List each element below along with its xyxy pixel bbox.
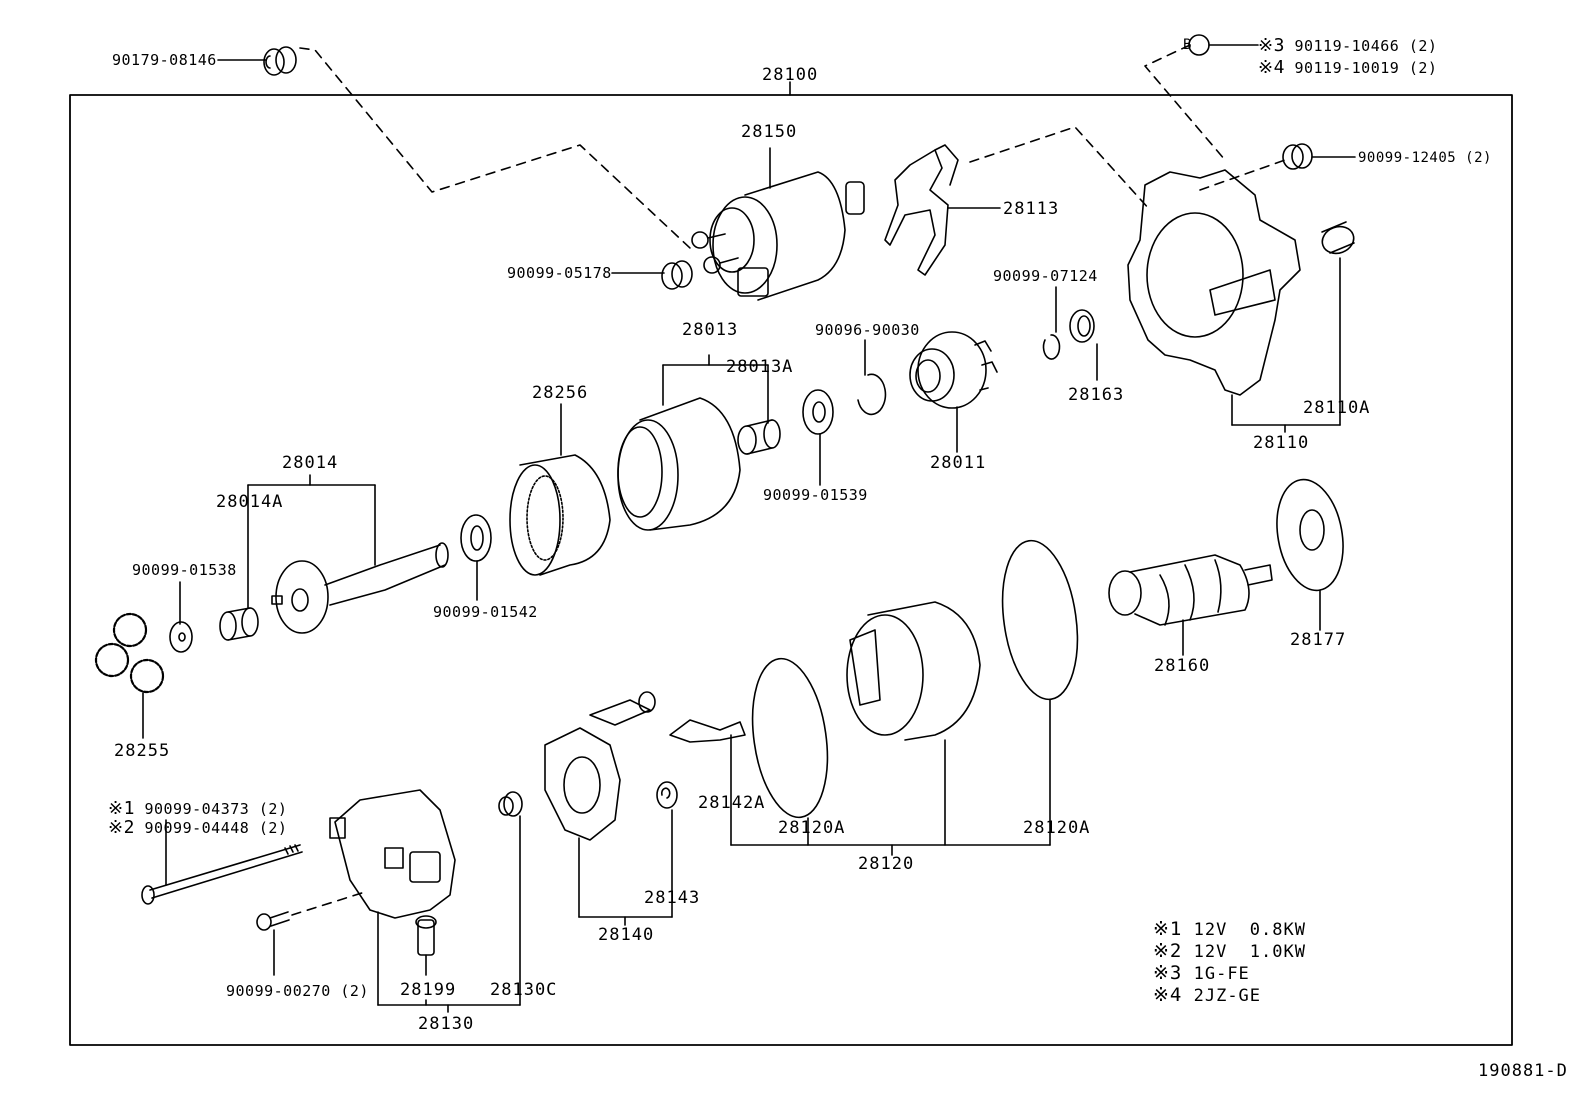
label-28130: 28130 xyxy=(418,1014,475,1034)
drive-lever-28113 xyxy=(884,144,1001,276)
label-28011: 28011 xyxy=(930,453,987,473)
nut-90099-12405 xyxy=(1282,143,1356,170)
brush-spring-clip-28142A xyxy=(669,719,746,743)
armature-28160 xyxy=(1108,554,1273,656)
bolt-variant-2: ※2 90099-04448 (2) xyxy=(108,817,288,838)
dashed-guide-marker xyxy=(1144,44,1226,161)
washer-90099-01538 xyxy=(169,581,193,653)
label-90099-01542: 90099-01542 xyxy=(433,603,538,621)
marker-variant-4: ※4 90119-10019 (2) xyxy=(1258,57,1438,78)
bushing-90179-08146 xyxy=(217,46,297,76)
label-90099-05178: 90099-05178 xyxy=(507,264,612,282)
label-90099-01539: 90099-01539 xyxy=(763,486,868,504)
label-28100: 28100 xyxy=(762,65,819,85)
label-28142A: 28142A xyxy=(698,793,766,813)
label-90099-01538: 90099-01538 xyxy=(132,561,237,579)
bushing-28014A xyxy=(219,607,259,641)
legend-row: ※1 12V 0.8KW xyxy=(1153,918,1306,940)
starter-solenoid-28150 xyxy=(611,147,865,301)
label-28120: 28120 xyxy=(858,854,915,874)
field-yoke-28120 xyxy=(730,539,1079,856)
starter-housing-28110 xyxy=(1127,169,1355,433)
label-28120A-right: 28120A xyxy=(1023,818,1091,838)
label-28013: 28013 xyxy=(682,320,739,340)
planetary-gears-28255 xyxy=(94,612,165,739)
label-28160: 28160 xyxy=(1154,656,1211,676)
label-28110A: 28110A xyxy=(1303,398,1371,418)
bushing-28013A xyxy=(737,419,781,455)
label-90099-12405: 90099-12405 (2) xyxy=(1358,150,1492,166)
bushing-28130C xyxy=(498,791,523,1006)
label-28163: 28163 xyxy=(1068,385,1125,405)
label-28113: 28113 xyxy=(1003,199,1060,219)
label-28255: 28255 xyxy=(114,741,171,761)
label-28177: 28177 xyxy=(1290,630,1347,650)
plug-28199 xyxy=(415,915,437,1006)
bolt-variant-1: ※1 90099-04373 (2) xyxy=(108,798,288,819)
legend-row: ※4 2JZ-GE xyxy=(1153,984,1262,1006)
label-90099-07124: 90099-07124 xyxy=(993,267,1098,285)
reference-marker-b xyxy=(1188,34,1259,56)
screw-90099-00270 xyxy=(256,911,290,976)
label-28256: 28256 xyxy=(532,383,589,403)
label-28150: 28150 xyxy=(741,122,798,142)
label-28120A-left: 28120A xyxy=(778,818,846,838)
label-90099-00270: 90099-00270 (2) xyxy=(226,982,369,1000)
figure-code: 190881-D xyxy=(1478,1061,1568,1081)
through-bolt xyxy=(141,819,303,905)
planetary-shaft-28014 xyxy=(247,474,449,634)
legend-row: ※2 12V 1.0KW xyxy=(1153,940,1306,962)
dashed-guides xyxy=(291,44,1286,916)
label-28110: 28110 xyxy=(1253,433,1310,453)
end-frame-28130 xyxy=(329,789,521,1013)
label-28130C: 28130C xyxy=(490,980,558,1000)
starter-clutch-28011 xyxy=(909,331,998,453)
armature-plate-28177 xyxy=(1276,478,1344,631)
clutch-bracket-28013 xyxy=(617,354,769,531)
dashed-guide-screw xyxy=(291,891,366,916)
label-28199: 28199 xyxy=(400,980,457,1000)
marker-b-letter: B xyxy=(1183,37,1192,53)
label-28014A: 28014A xyxy=(216,492,284,512)
snap-ring-90099-07124 xyxy=(1042,286,1061,360)
internal-gear-28256 xyxy=(509,403,611,576)
brush-holder-28140 xyxy=(544,691,678,926)
washer-90099-01539 xyxy=(802,389,834,486)
bearing-28163 xyxy=(1069,309,1098,381)
retaining-ring-90096-90030 xyxy=(857,339,887,416)
label-28014: 28014 xyxy=(282,453,339,473)
washer-90099-01542 xyxy=(460,514,492,601)
legend-row: ※3 1G-FE xyxy=(1153,962,1250,984)
label-90179-08146: 90179-08146 xyxy=(112,51,217,69)
label-90096-90030: 90096-90030 xyxy=(815,321,920,339)
dashed-guide-bolt xyxy=(299,47,691,249)
assembly-frame xyxy=(69,94,1513,1046)
label-28143: 28143 xyxy=(644,888,701,908)
label-28013A: 28013A xyxy=(726,357,794,377)
marker-variant-3: ※3 90119-10466 (2) xyxy=(1258,35,1438,56)
dashed-guide-fork xyxy=(969,126,1151,211)
label-28140: 28140 xyxy=(598,925,655,945)
